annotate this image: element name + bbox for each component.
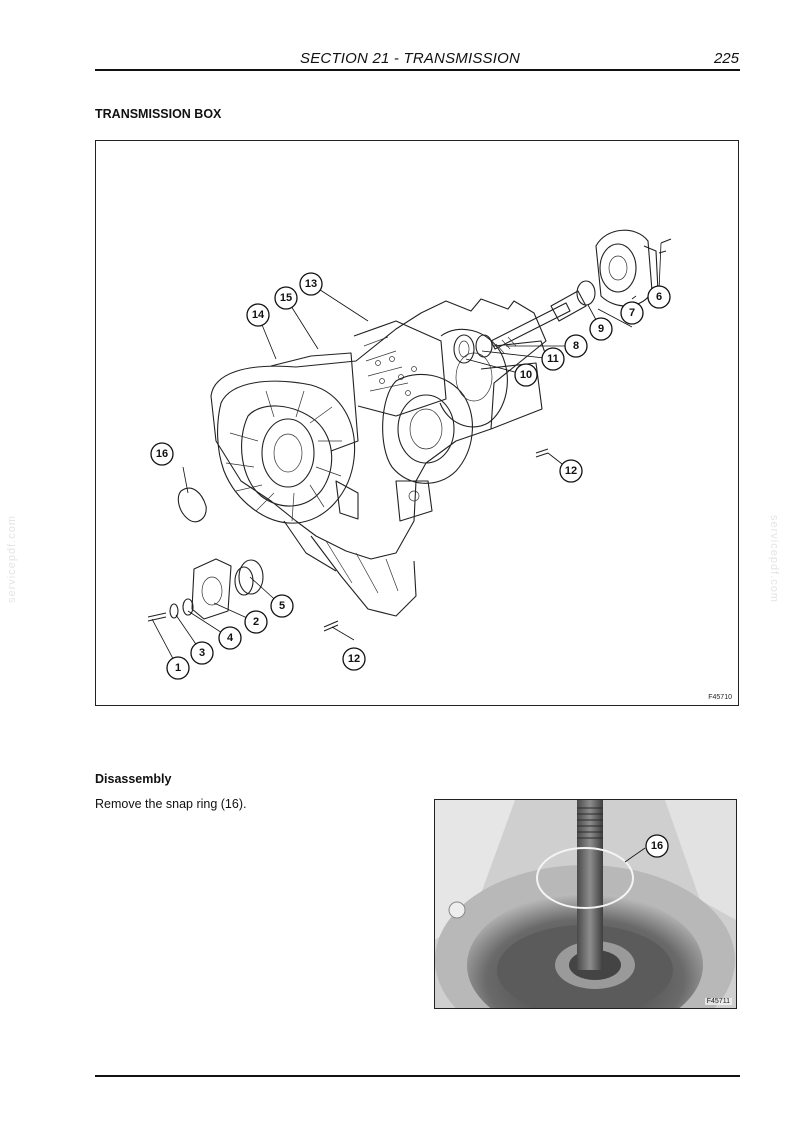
- svg-text:14: 14: [252, 309, 265, 321]
- callout-16: 16: [150, 442, 174, 466]
- svg-text:8: 8: [573, 340, 579, 352]
- svg-text:2: 2: [253, 616, 259, 628]
- callout-5: 5: [270, 594, 294, 618]
- callout-15: 15: [274, 286, 298, 310]
- disassembly-heading: Disassembly: [95, 772, 172, 786]
- svg-text:16: 16: [651, 840, 663, 852]
- section-title: TRANSMISSION BOX: [95, 107, 222, 121]
- callout-12-lower: 12: [342, 647, 366, 671]
- callout-2: 2: [244, 610, 268, 634]
- callout-10: 10: [514, 363, 538, 387]
- svg-text:3: 3: [199, 647, 205, 659]
- callout-14: 14: [246, 303, 270, 327]
- callout-8: 8: [564, 334, 588, 358]
- bolt-12-upper-drawing: [535, 448, 549, 458]
- svg-text:15: 15: [280, 292, 292, 304]
- callout-4: 4: [218, 626, 242, 650]
- exploded-view-figure: 1 2 3 4 5 6 7 8 9 10 11 12 12 13 14 15 1…: [95, 140, 739, 706]
- footer-rule: [95, 1075, 740, 1077]
- section-header-title: SECTION 21 - TRANSMISSION: [300, 50, 521, 67]
- snap-ring-photo-drawing: 16: [435, 800, 736, 1008]
- bolt-12-lower-drawing: [323, 620, 339, 632]
- svg-text:11: 11: [547, 353, 559, 365]
- svg-text:13: 13: [305, 278, 317, 290]
- callout-6: 6: [647, 285, 671, 309]
- svg-text:16: 16: [156, 448, 168, 460]
- header-rule: [95, 69, 740, 71]
- svg-text:12: 12: [565, 465, 577, 477]
- watermark-left: servicepdf.com: [6, 515, 18, 603]
- svg-text:10: 10: [520, 369, 532, 381]
- svg-text:7: 7: [629, 307, 635, 319]
- output-shaft-drawing: [453, 229, 672, 364]
- transmission-housing-drawing: [210, 298, 547, 617]
- callout-1: 1: [166, 656, 190, 680]
- callout-12-upper: 12: [559, 459, 583, 483]
- callout-13: 13: [299, 272, 323, 296]
- svg-text:4: 4: [227, 632, 234, 644]
- input-yoke-drawing: [147, 487, 264, 622]
- page-number: 225: [713, 50, 739, 67]
- svg-text:9: 9: [598, 323, 604, 335]
- transmission-exploded-diagram: 1 2 3 4 5 6 7 8 9 10 11 12 12 13 14 15 1…: [147, 229, 672, 680]
- figure-code: F45710: [708, 694, 732, 701]
- photo-figure-code: F45711: [704, 998, 732, 1005]
- snap-ring-photo: 16 F45711: [434, 799, 737, 1009]
- callout-3: 3: [190, 641, 214, 665]
- disassembly-step-text: Remove the snap ring (16).: [95, 797, 247, 811]
- callout-11: 11: [541, 347, 565, 371]
- svg-text:6: 6: [656, 291, 662, 303]
- callout-7: 7: [620, 301, 644, 325]
- photo-callout-16: 16: [645, 834, 669, 858]
- svg-text:12: 12: [348, 653, 360, 665]
- svg-text:5: 5: [279, 600, 285, 612]
- page-header: SECTION 21 - TRANSMISSION 225: [95, 50, 739, 70]
- callout-9: 9: [589, 317, 613, 341]
- watermark-right: servicepdf.com: [768, 515, 780, 603]
- svg-text:1: 1: [175, 662, 181, 674]
